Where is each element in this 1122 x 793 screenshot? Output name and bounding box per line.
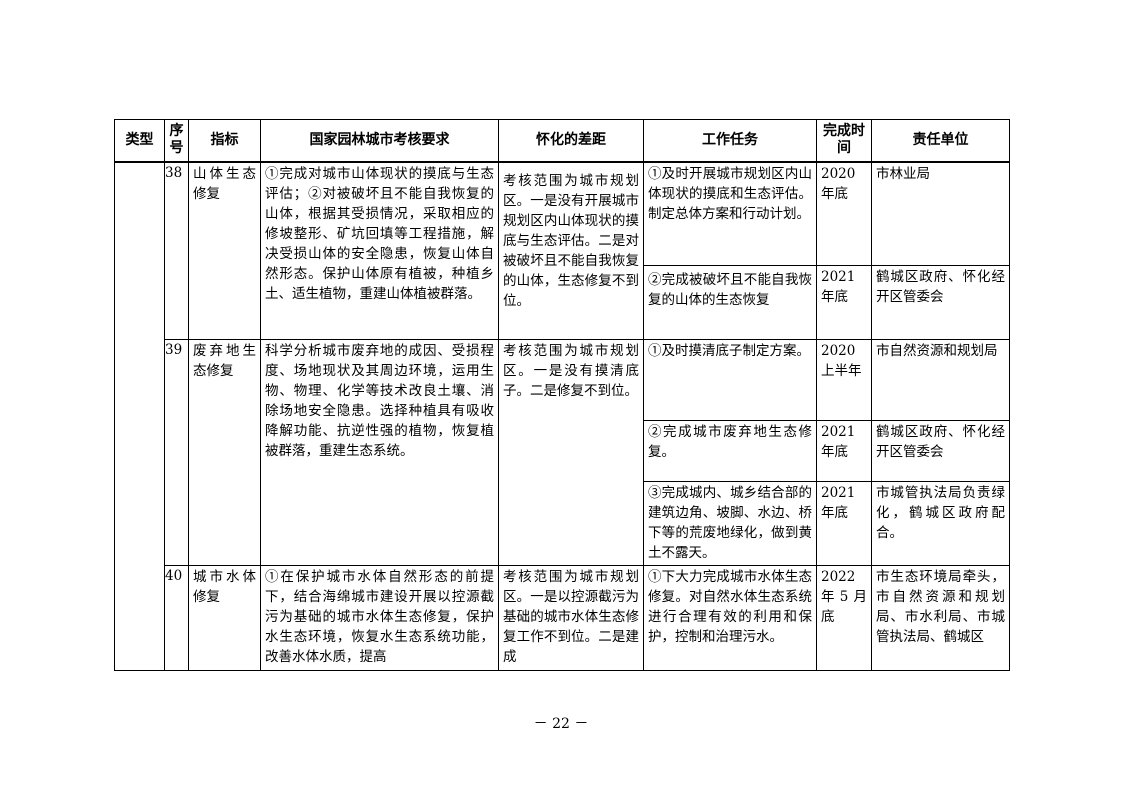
header-requirement: 国家园林城市考核要求 <box>260 119 499 163</box>
header-task: 工作任务 <box>643 119 817 163</box>
page-number: － 22 － <box>533 716 589 732</box>
table-row: 38 山体生态修复 ①完成对城市山体现状的摸底与生态评估；②对被破坏且不能自我恢… <box>114 161 1010 671</box>
row-38-unit-2: 鹤城区政府、怀化经开区管委会 <box>871 264 1010 340</box>
table-row: ②完成被破坏且不能自我恢复的山体的生态恢复 2021年底 鹤城区政府、怀化经开区… <box>115 264 1010 340</box>
row-38-gap: 考核范围为城市规划区。一是没有开展城市规划区内山体现状的摸底与生态评估。二是对被… <box>498 161 644 340</box>
row-38-indicator: 山体生态修复 <box>188 161 261 340</box>
row-38-unit-1: 市林业局 <box>871 161 1010 266</box>
row-38-deadline-2: 2021年底 <box>816 264 872 340</box>
row-38-deadline-1: 2020年底 <box>816 161 872 266</box>
header-gap: 怀化的差距 <box>498 119 644 163</box>
row-39-gap: 考核范围为城市规划区。一是没有摸清底子。二是修复不到位。 <box>498 338 644 567</box>
table-row: 40 城市水体修复 ①在保护城市水体自然形态的前提下，结合海绵城市建设开展以控源… <box>115 565 1010 671</box>
row-39-task-3: ③完成城内、城乡结合部的建筑边角、坡脚、水边、桥下等的荒废地绿化，做到黄土不露天… <box>643 480 817 567</box>
row-40-requirement: ①在保护城市水体自然形态的前提下，结合海绵城市建设开展以控源截污为基础的城市水体… <box>260 565 499 671</box>
row-40-gap: 考核范围为城市规划区。一是以控源截污为基础的城市水体生态修复工作不到位。二是建成 <box>498 565 644 671</box>
header-type: 类型 <box>114 119 165 163</box>
row-40-deadline-1: 2022年5月底 <box>816 565 872 671</box>
row-38-task-1: ①及时开展城市规划区内山体现状的摸底和生态评估。制定总体方案和行动计划。 <box>643 161 817 266</box>
row-39-task-2: ②完成城市废弃地生态修复。 <box>643 420 817 482</box>
table-row: ②完成城市废弃地生态修复。 2021年底 鹤城区政府、怀化经开区管委会 <box>115 420 1010 482</box>
row-39-unit-1: 市自然资源和规划局 <box>871 338 1010 422</box>
header-indicator: 指标 <box>188 119 261 163</box>
row-40-task-1: ①下大力完成城市水体生态修复。对自然水体生态系统进行合理有效的利用和保护，控制和… <box>643 565 817 671</box>
header-seq: 序号 <box>164 119 189 163</box>
row-40-seq: 40 <box>164 565 189 671</box>
row-38-requirement: ①完成对城市山体现状的摸底与生态评估；②对被破坏且不能自我恢复的山体，根据其受损… <box>260 161 499 340</box>
header-row: 类型 序号 指标 国家园林城市考核要求 怀化的差距 工作任务 完成时间 责任单位 <box>114 119 1010 163</box>
row-39-task-1: ①及时摸清底子制定方案。 <box>643 338 817 422</box>
row-39-deadline-3: 2021年底 <box>816 480 872 567</box>
row-39-requirement: 科学分析城市废弃地的成因、受损程度、场地现状及其周边环境，运用生物、物理、化学等… <box>260 338 499 567</box>
type-cell <box>114 161 165 671</box>
row-40-indicator: 城市水体修复 <box>188 565 261 671</box>
row-39-deadline-2: 2021年底 <box>816 420 872 482</box>
row-39-indicator: 废弃地生态修复 <box>188 338 261 567</box>
row-40-unit-1: 市生态环境局牵头，市自然资源和规划局、市水利局、市城管执法局、鹤城区 <box>871 565 1010 671</box>
header-deadline: 完成时间 <box>816 119 872 163</box>
row-39-unit-2: 鹤城区政府、怀化经开区管委会 <box>871 420 1010 482</box>
row-39-seq: 39 <box>164 338 189 567</box>
assessment-table: 类型 序号 指标 国家园林城市考核要求 怀化的差距 工作任务 完成时间 责任单位… <box>114 119 1010 671</box>
row-39-unit-3: 市城管执法局负责绿化，鹤城区政府配合。 <box>871 480 1010 567</box>
row-39-deadline-1: 2020上半年 <box>816 338 872 422</box>
table-row: 39 废弃地生态修复 科学分析城市废弃地的成因、受损程度、场地现状及其周边环境，… <box>115 338 1010 567</box>
table-row: ③完成城内、城乡结合部的建筑边角、坡脚、水边、桥下等的荒废地绿化，做到黄土不露天… <box>115 480 1010 567</box>
row-38-seq: 38 <box>164 161 189 340</box>
header-responsible: 责任单位 <box>871 119 1010 163</box>
row-38-task-2: ②完成被破坏且不能自我恢复的山体的生态恢复 <box>643 264 817 340</box>
